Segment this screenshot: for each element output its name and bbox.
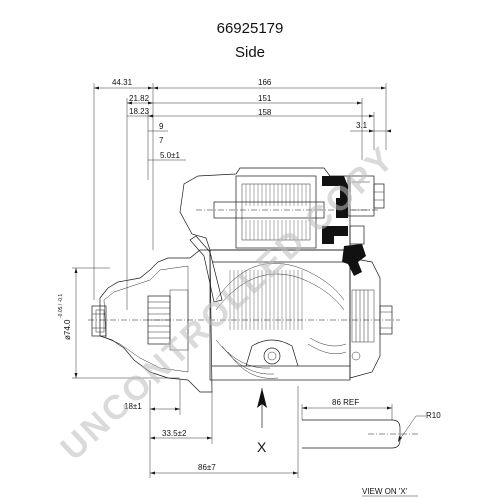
dim-3-1: 3.1	[356, 121, 368, 130]
dim-151: 151	[258, 94, 272, 103]
dim-5-0: 5.0±1	[160, 151, 181, 160]
top-dimensions: 44.31 166 21.82 151 18.23 158 9 7 3.1	[93, 78, 391, 310]
dim-44-31: 44.31	[112, 78, 133, 87]
dim-18-23: 18.23	[129, 107, 150, 116]
left-dimension: ø74.0 -0.05 / -0.1	[58, 267, 180, 379]
view-subtitle: Side	[234, 44, 266, 61]
arrow-label: X	[257, 439, 267, 455]
bottom-dimensions: 18±1 33.5±2 86±7	[124, 380, 299, 478]
dim-r10: R10	[426, 411, 441, 420]
dim-9: 9	[159, 122, 164, 131]
dim-158: 158	[258, 108, 272, 117]
dim-33-5: 33.5±2	[162, 429, 187, 438]
dim-21-82: 21.82	[129, 94, 150, 103]
view-arrow: X	[257, 388, 267, 455]
dim-86-ref: 86 REF	[332, 398, 359, 407]
dim-166: 166	[258, 78, 272, 87]
part-number-title: 66925179	[216, 20, 284, 37]
dim-dia-74-tolerance: -0.05 / -0.1	[58, 294, 64, 318]
starter-motor-side-view	[88, 167, 400, 393]
view-note: VIEW ON 'X'	[362, 487, 408, 496]
dim-7: 7	[159, 136, 164, 145]
dim-dia-74: ø74.0	[63, 319, 72, 340]
solenoid-terminals	[322, 175, 385, 276]
dim-86: 86±7	[198, 463, 216, 472]
view-on-x-detail: 86 REF R10 VIEW ON 'X'	[301, 398, 441, 497]
dim-18: 18±1	[124, 402, 142, 411]
